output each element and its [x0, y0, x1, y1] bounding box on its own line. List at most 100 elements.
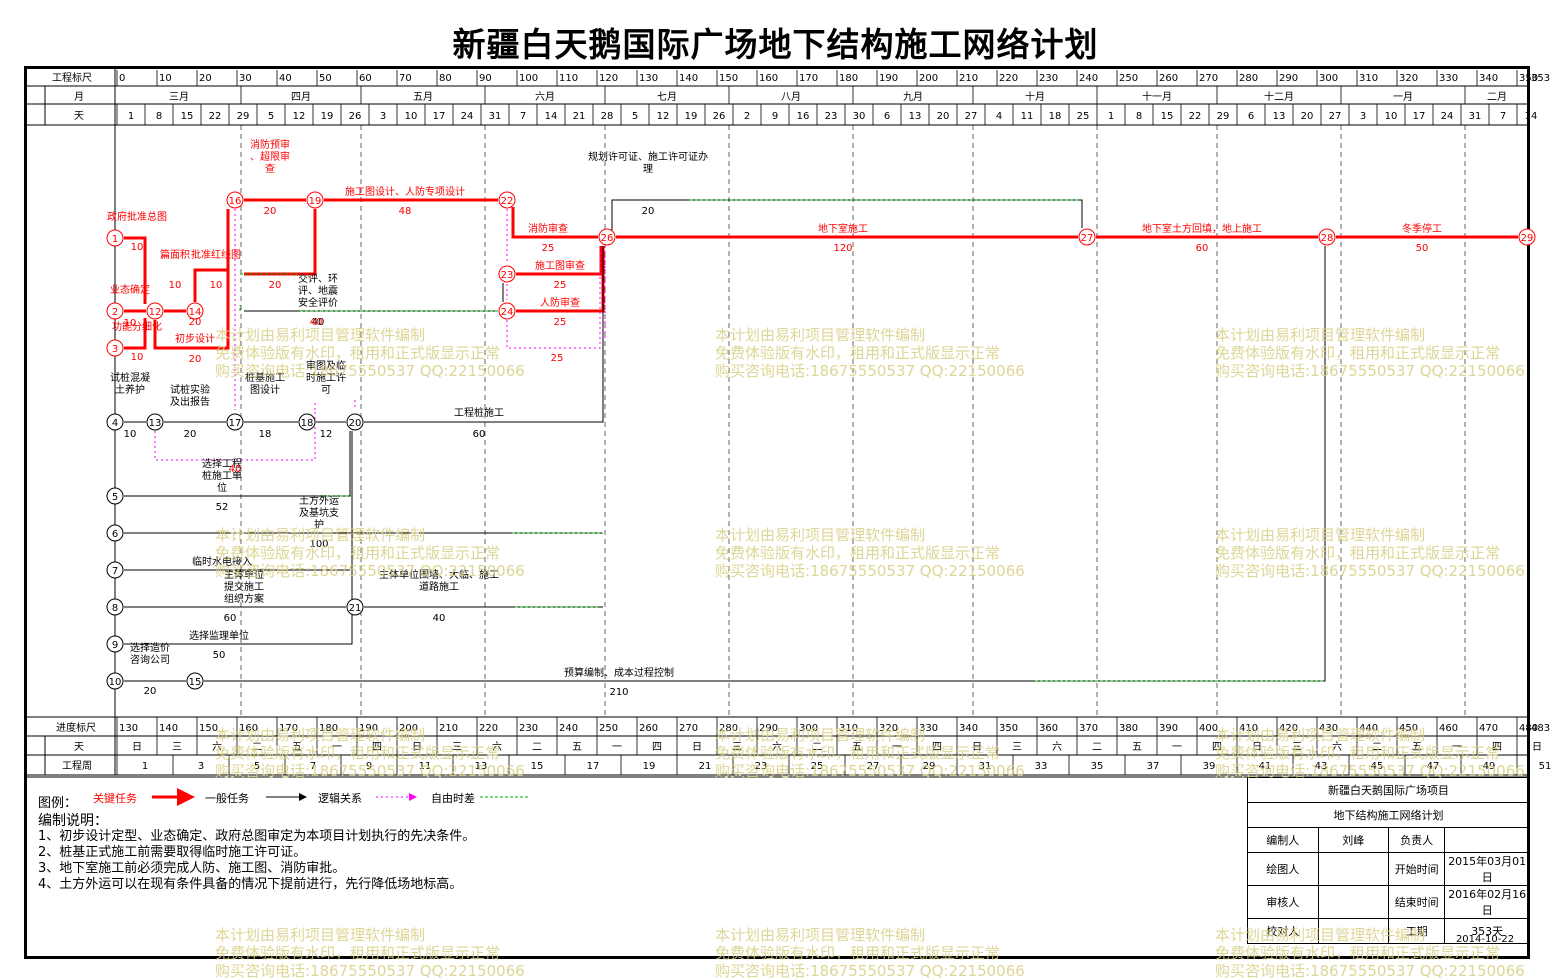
drawer-label: 绘图人 [1247, 852, 1319, 886]
node-circle [146, 302, 164, 320]
node-label: 26 [601, 233, 614, 244]
weekday-label: 三 [1292, 742, 1302, 753]
day-label: 17 [1413, 111, 1426, 122]
scale-tick: 320 [1399, 73, 1418, 84]
day-label: 15 [181, 111, 194, 122]
day-label: 26 [349, 111, 362, 122]
checker-label: 校对人 [1247, 918, 1319, 944]
scale-tick: 250 [1119, 73, 1138, 84]
page-title: 新疆白天鹅国际广场地下结构施工网络计划 [452, 25, 1099, 64]
node-circle [498, 302, 516, 320]
day-label: 14 [545, 111, 558, 122]
scale-tick: 220 [479, 723, 498, 734]
task-name: 施工图审查 [535, 259, 585, 272]
task-name: 审图及临 [306, 359, 346, 372]
reviewer-label: 审核人 [1247, 885, 1319, 919]
day-label: 10 [1385, 111, 1398, 122]
task-name: 试桩实验 [170, 383, 210, 396]
period-label: 工期 [1387, 918, 1446, 944]
scale-tick: 70 [399, 73, 412, 84]
task-name: 交评、环 [298, 272, 338, 285]
task-duration: 60 [224, 613, 237, 624]
week-label: 19 [643, 761, 656, 772]
owner-label: 负责人 [1387, 827, 1446, 853]
float-label: 25 [551, 353, 564, 364]
node-circle [186, 302, 204, 320]
node-label: 17 [229, 418, 242, 429]
note-item: 4、土方外运可以在现有条件具备的情况下提前进行，先行降低场地标高。 [38, 877, 463, 892]
task-name: 及基坑支 [299, 506, 339, 519]
week-label: 5 [254, 761, 260, 772]
drawer-value [1317, 852, 1389, 886]
task-line [124, 431, 353, 645]
weekday-label: 一 [1452, 742, 1462, 753]
task-duration: 10 [169, 280, 182, 291]
task-name: 主体单位 [224, 568, 264, 581]
week-label: 17 [587, 761, 600, 772]
week-label: 21 [699, 761, 712, 772]
critical-task-line [511, 207, 598, 239]
node-label: 18 [301, 418, 314, 429]
day-label: 24 [461, 111, 474, 122]
task-duration: 60 [473, 429, 486, 440]
scale-tick: 60 [359, 73, 372, 84]
scale-tick: 180 [319, 723, 338, 734]
weekday-row-label: 天 [74, 742, 84, 753]
weekday-label: 一 [1172, 742, 1182, 753]
day-label: 16 [797, 111, 810, 122]
day-label: 3 [1360, 111, 1366, 122]
weekday-label: 日 [692, 742, 702, 753]
scale-tick: 460 [1439, 723, 1458, 734]
node-circle [106, 524, 124, 542]
scale-tick: 390 [1159, 723, 1178, 734]
node-circle [146, 413, 164, 431]
weekday-label: 一 [612, 742, 622, 753]
scale-tick: 450 [1399, 723, 1418, 734]
node-label: 1 [112, 234, 118, 245]
day-label: 23 [825, 111, 838, 122]
task-name: 桩基施工 [245, 371, 285, 384]
node-label: 27 [1081, 233, 1094, 244]
node-label: 29 [1521, 233, 1534, 244]
weekday-label: 五 [572, 742, 582, 753]
scale-tick: 240 [1079, 73, 1098, 84]
scale-tick: 400 [1199, 723, 1218, 734]
scale-tick: 170 [279, 723, 298, 734]
node-label: 7 [112, 566, 118, 577]
scale-tick: 470 [1479, 723, 1498, 734]
task-duration: 20 [144, 686, 157, 697]
node-circle [1318, 228, 1336, 246]
task-duration: 10 [124, 318, 137, 329]
weekday-label: 三 [452, 742, 462, 753]
day-label: 3 [380, 111, 386, 122]
scale-tick: 350 [1519, 73, 1538, 84]
day-label: 7 [1500, 111, 1506, 122]
day-label: 4 [996, 111, 1002, 122]
week-label: 29 [923, 761, 936, 772]
scale-tick: 280 [1239, 73, 1258, 84]
node-circle [106, 229, 124, 247]
day-label: 14 [1525, 111, 1538, 122]
scale-tick: 360 [1039, 723, 1058, 734]
node-circle [106, 413, 124, 431]
day-label: 31 [1469, 111, 1482, 122]
task-name: 咨询公司 [130, 653, 170, 666]
task-duration: 25 [554, 280, 567, 291]
task-name: 消防审查 [528, 222, 568, 235]
legend-logic-label: 逻辑关系 [318, 792, 362, 805]
day-label: 11 [1021, 111, 1034, 122]
note-item: 3、地下室施工前必须完成人防、施工图、消防审批。 [38, 861, 346, 876]
month-label: 二月 [1487, 91, 1507, 103]
float-label: 40 [310, 317, 323, 328]
weekday-label: 四 [1212, 742, 1222, 753]
scale-tick: 260 [639, 723, 658, 734]
day-label: 27 [965, 111, 978, 122]
task-duration: 25 [554, 317, 567, 328]
week-label: 51 [1539, 761, 1551, 772]
weekday-label: 二 [1092, 742, 1102, 753]
day-label: 30 [853, 111, 866, 122]
scale-tick: 140 [159, 723, 178, 734]
day-label: 28 [601, 111, 614, 122]
day-label: 31 [489, 111, 502, 122]
